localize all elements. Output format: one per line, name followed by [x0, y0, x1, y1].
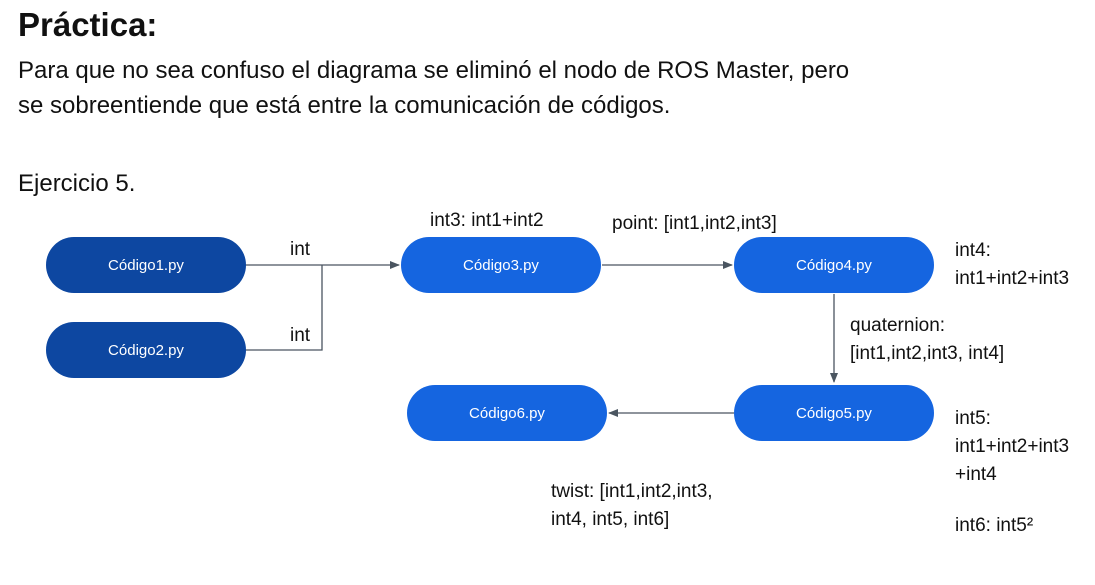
node-codigo1: Código1.py — [46, 237, 246, 293]
note-int4-line-1: int4: — [955, 240, 991, 261]
description-line-2: se sobreentiende que está entre la comun… — [18, 92, 671, 119]
node-codigo4: Código4.py — [734, 237, 934, 293]
node-codigo3: Código3.py — [401, 237, 601, 293]
note-int5-line-1: int5: — [955, 408, 991, 429]
node-codigo6: Código6.py — [407, 385, 607, 441]
node-codigo2: Código2.py — [46, 322, 246, 378]
note-int4-line-2: int1+int2+int3 — [955, 268, 1070, 289]
note-int5-line-3: +int4 — [955, 464, 997, 485]
description-line-1: Para que no sea confuso el diagrama se e… — [18, 57, 850, 84]
edge-label-int-top: int — [290, 239, 311, 260]
node-codigo5: Código5.py — [734, 385, 934, 441]
exercise-label: Ejercicio 5. — [18, 170, 136, 197]
edge-label-point: point: [int1,int2,int3] — [612, 213, 777, 234]
edge-codigo2-to-junction — [245, 265, 323, 351]
note-int6: int6: int5² — [955, 515, 1034, 536]
edge-label-quaternion-line-1: quaternion: — [850, 315, 946, 336]
note-int3: int3: int1+int2 — [430, 210, 544, 231]
edge-label-quaternion-line-2: [int1,int2,int3, int4] — [850, 343, 1005, 364]
edge-label-int-bottom: int — [290, 325, 311, 346]
edge-label-twist-line-1: twist: [int1,int2,int3, — [551, 481, 713, 502]
page-title: Práctica: — [18, 6, 158, 43]
note-int5-line-2: int1+int2+int3 — [955, 436, 1070, 457]
edge-label-twist-line-2: int4, int5, int6] — [551, 509, 670, 530]
